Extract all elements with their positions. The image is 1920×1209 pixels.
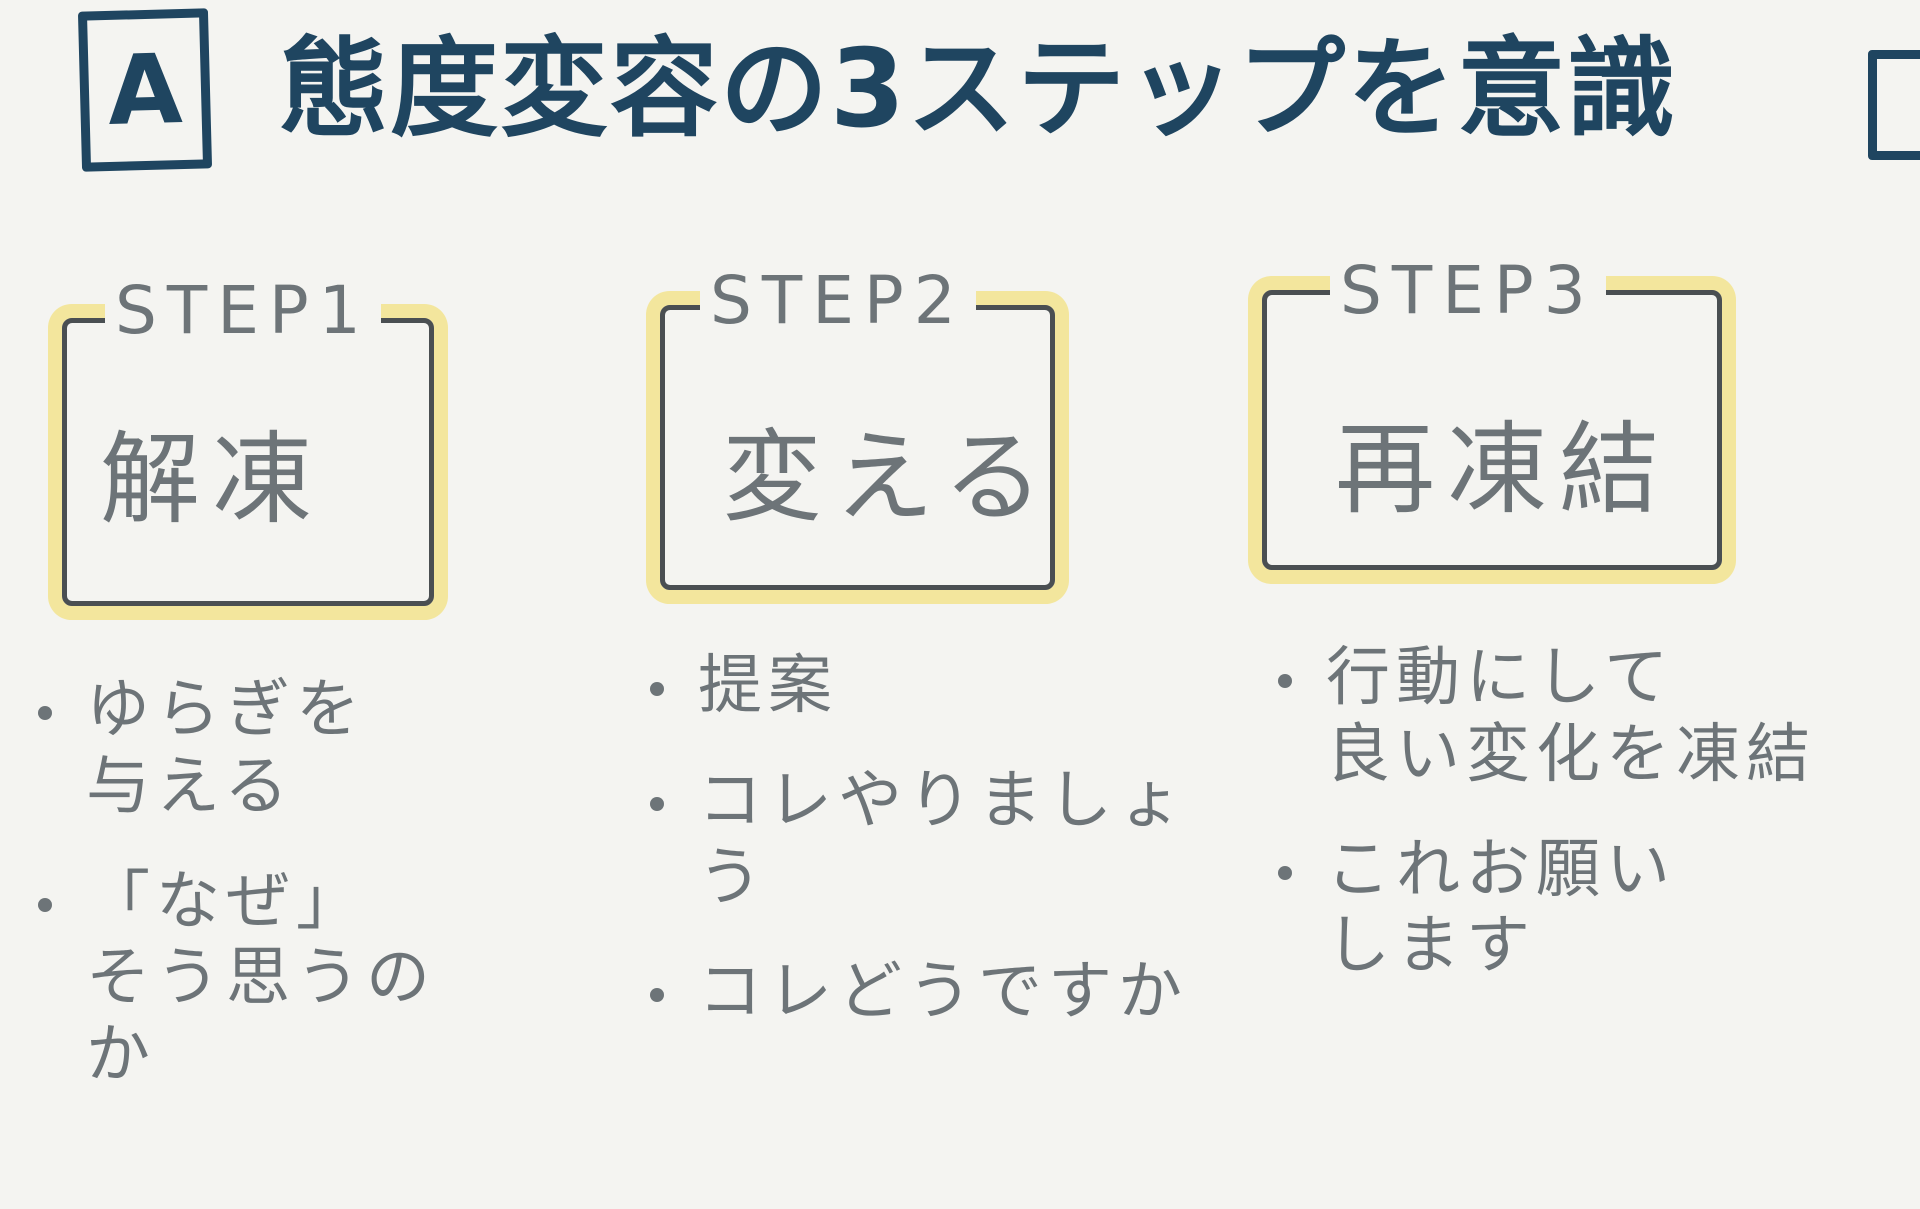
step-1-bullets: ゆらぎを 与える 「なぜ」 そう思うのか — [28, 672, 468, 1132]
step-2-bullets: 提案 コレやりましょう コレどうですか — [640, 648, 1200, 1069]
step-1-word: 解凍 — [100, 421, 324, 538]
section-badge-letter: A — [106, 33, 184, 147]
step-3-label: STEP3 — [1330, 258, 1606, 324]
bullet-text: 提案 — [698, 649, 838, 723]
bullet-dot — [38, 897, 52, 912]
bullet-text: コレやりましょう — [698, 763, 1188, 915]
bullet-dot — [650, 988, 664, 1003]
step-1-label: STEP1 — [105, 278, 381, 344]
step-3-bullet: これお願い します — [1268, 832, 1908, 986]
bullet-text: ゆらぎを 与える — [86, 673, 366, 824]
bullet-text: コレどうですか — [698, 955, 1188, 1030]
page-title: 態度変容の3ステップを意識 — [280, 27, 1678, 152]
step-1-bullet: ゆらぎを 与える — [28, 672, 468, 826]
step-3-bullet: 行動にして 良い変化を凍結 — [1268, 640, 1908, 794]
bullet-dot — [650, 682, 664, 696]
bullet-text: これお願い します — [1326, 832, 1676, 984]
step-3-word: 再凍結 — [1335, 411, 1671, 528]
step-2-bullet: コレやりましょう — [640, 763, 1200, 917]
section-badge: A — [77, 8, 213, 172]
step-1-bullet: 「なぜ」 そう思うのか — [28, 864, 468, 1094]
step-2-label: STEP2 — [700, 268, 976, 334]
next-section-badge — [1868, 50, 1920, 160]
bullet-dot — [38, 706, 52, 720]
bullet-text: 行動にして 良い変化を凍結 — [1326, 641, 1816, 792]
step-2-bullet: コレどうですか — [640, 954, 1200, 1031]
step-2-word: 変える — [722, 419, 1055, 536]
step-3-bullets: 行動にして 良い変化を凍結 これお願い します — [1268, 640, 1908, 1023]
bullet-dot — [1278, 865, 1292, 880]
bullet-dot — [650, 796, 664, 811]
bullet-text: 「なぜ」 そう思うのか — [86, 864, 436, 1093]
bullet-dot — [1278, 674, 1292, 688]
step-2-bullet: 提案 — [640, 648, 1200, 725]
